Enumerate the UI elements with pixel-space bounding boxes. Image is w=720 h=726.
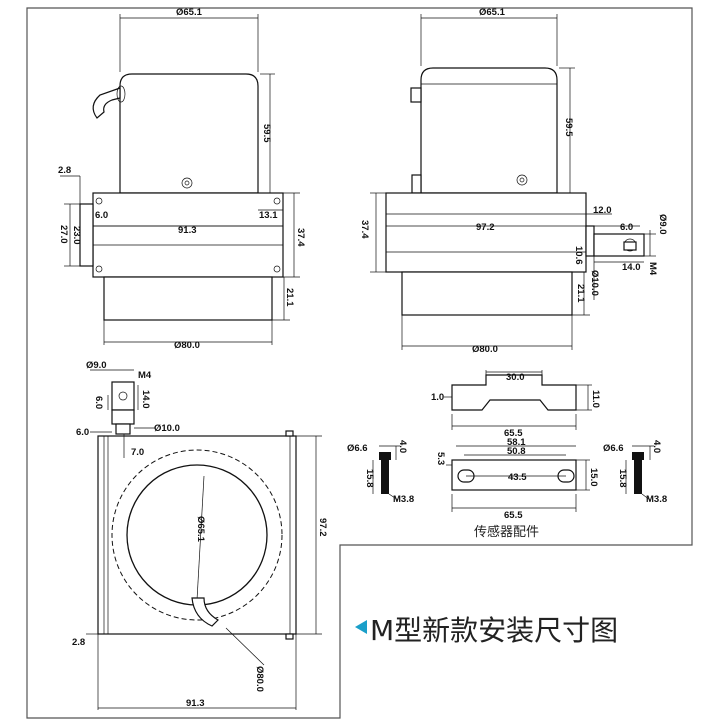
side-slot: 14.0	[622, 262, 641, 273]
side-view: Ø65.1 59.5 37.4 97.2 12.0 6.0 Ø9.0 10.6 …	[359, 7, 668, 355]
screw-right-length: 15.8	[617, 469, 628, 488]
side-top-width: Ø65.1	[479, 7, 506, 18]
front-view: Ø65.1 59.5 2.8 6.0 23.0 27.0 91.3 13.1 3…	[58, 7, 306, 351]
bottom-view: Ø9.0 M4 6.0 14.0 6.0 Ø10.0 7.0 Ø65.1 97.…	[72, 360, 328, 710]
screw-right-head: Ø6.6	[603, 443, 624, 454]
accessory-screw-left: Ø6.6 4.0 15.8 M3.8	[347, 440, 414, 505]
bottom-left: 2.8	[72, 637, 85, 648]
front-drum-height: 21.1	[284, 288, 295, 307]
bottom-ear: 6.0	[93, 396, 104, 409]
screw-right-thread: M3.8	[646, 494, 667, 505]
front-outer-height: 27.0	[58, 225, 69, 244]
accessories-caption: 传感器配件	[474, 524, 539, 540]
bottom-outer-dia: Ø80.0	[254, 666, 265, 692]
accessory-screw-right: Ø6.6 4.0 15.8 M3.8	[603, 440, 667, 505]
diagram-title: M型新款安装尺寸图	[370, 614, 618, 647]
page-frame	[26, 7, 693, 719]
bottom-offset: 7.0	[131, 447, 144, 458]
bottom-inner-dia: Ø65.1	[195, 516, 206, 543]
bracket-length: 65.5	[504, 428, 523, 439]
front-body-width: 91.3	[178, 225, 197, 236]
plate-height: 15.0	[588, 468, 599, 487]
screw-left-thread: M3.8	[393, 494, 414, 505]
bottom-body-width: 91.3	[186, 698, 205, 709]
side-body-width: 97.2	[476, 222, 495, 233]
plate-outer: 58.1	[507, 437, 526, 448]
bracket-height: 11.0	[590, 390, 601, 408]
side-small: 10.6	[573, 246, 584, 265]
plate-left: 5.3	[435, 452, 446, 465]
bottom-shaft: Ø10.0	[154, 423, 180, 434]
side-hole: Ø9.0	[657, 214, 668, 235]
front-right-offset: 13.1	[259, 210, 278, 221]
plate-inner: 50.8	[507, 446, 526, 457]
screw-left-head-h: 4.0	[397, 440, 408, 453]
bottom-hole: Ø9.0	[86, 360, 107, 371]
bottom-body-height: 97.2	[317, 518, 328, 537]
side-shaft: Ø10.0	[589, 270, 600, 296]
side-thread: M4	[647, 262, 658, 276]
bottom-ear-height: 6.0	[76, 427, 89, 438]
side-ear: 6.0	[620, 222, 633, 233]
bracket-thick: 1.0	[431, 392, 444, 403]
front-drum-dia: Ø80.0	[174, 340, 200, 351]
front-top-width: Ø65.1	[176, 7, 203, 18]
side-drum-height: 21.1	[575, 284, 586, 303]
bottom-slot: 14.0	[140, 390, 151, 409]
side-offset-top: 12.0	[593, 205, 612, 216]
screw-right-head-h: 4.0	[651, 440, 662, 453]
side-body-height: 37.4	[359, 220, 370, 239]
front-left-offset: 2.8	[58, 165, 71, 176]
side-top-height: 59.5	[563, 118, 574, 137]
front-body-height: 37.4	[295, 228, 306, 247]
plate-pitch: 43.5	[508, 472, 527, 483]
screw-left-head: Ø6.6	[347, 443, 368, 454]
screw-left-length: 15.8	[364, 469, 375, 488]
title-arrow-icon	[355, 620, 367, 634]
bottom-thread: M4	[138, 370, 152, 381]
plate-length: 65.5	[504, 510, 523, 521]
accessory-plate: 58.1 50.8 43.5 5.3 15.0 65.5	[435, 437, 599, 521]
front-ear: 6.0	[95, 210, 108, 221]
side-drum-dia: Ø80.0	[472, 344, 498, 355]
front-top-height: 59.5	[261, 124, 272, 143]
accessory-bracket: 30.0 1.0 11.0 65.5	[431, 370, 601, 439]
front-inner-height: 23.0	[71, 226, 82, 245]
bracket-width: 30.0	[506, 372, 525, 383]
